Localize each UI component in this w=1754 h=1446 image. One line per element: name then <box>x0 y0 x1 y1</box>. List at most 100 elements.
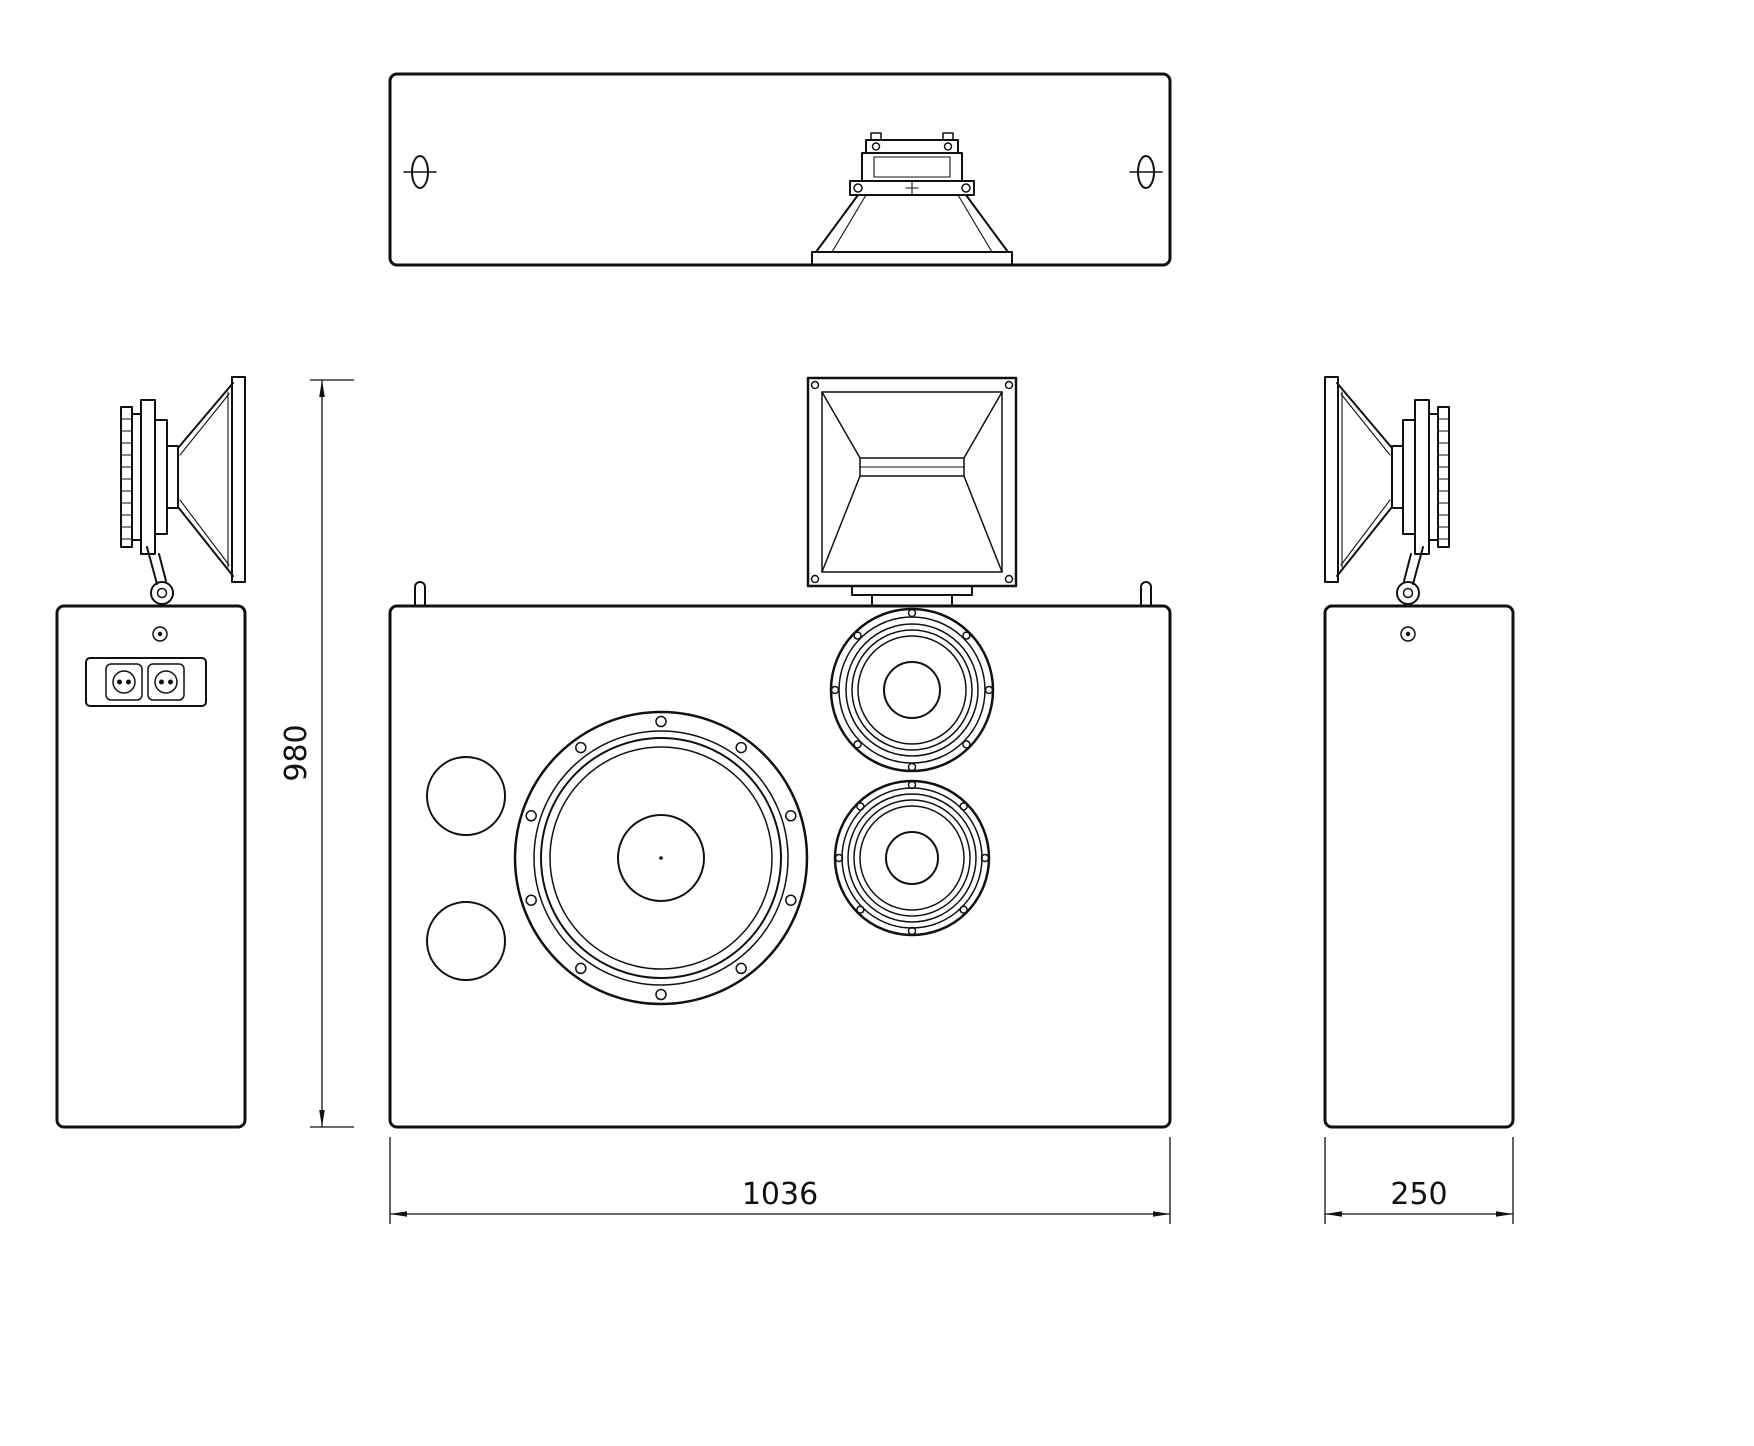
screw <box>962 740 971 749</box>
bolt <box>871 142 881 151</box>
bolt <box>1004 574 1014 584</box>
screw <box>853 740 862 749</box>
screw <box>959 802 968 811</box>
front-view <box>388 376 1172 1129</box>
cabinet-side-outline <box>1323 604 1515 1129</box>
screw-center <box>1405 631 1411 637</box>
woofer <box>513 710 809 1006</box>
horn-front-view <box>806 376 1018 607</box>
mid-bottom-screws <box>834 780 990 936</box>
horn-flare-inner <box>831 194 867 253</box>
panel-outline <box>85 657 207 707</box>
mid-top-screws <box>830 608 994 772</box>
cabinet-top-outline <box>388 72 1172 267</box>
screw <box>735 962 747 975</box>
screw <box>785 894 797 906</box>
side-view-left <box>55 376 247 1129</box>
woofer-surround-inner <box>549 746 773 970</box>
horn-side-right <box>1324 376 1450 605</box>
cabinet-front-outline <box>388 604 1172 1129</box>
bolt <box>943 142 953 151</box>
speakon-connector <box>154 670 178 694</box>
horn-mouth <box>821 391 1003 573</box>
dimension-height-label: 980 <box>279 724 314 781</box>
connector-pin <box>126 679 131 685</box>
screw <box>856 905 865 914</box>
woofer-frame-inner <box>533 730 789 986</box>
screw <box>907 926 917 936</box>
screw-center <box>157 631 163 637</box>
screw-head <box>1400 626 1416 642</box>
screw <box>907 608 917 618</box>
horn-bracket-plate <box>851 585 973 596</box>
screw <box>655 715 667 728</box>
connector-housing <box>147 663 185 701</box>
driver-bolt-nub <box>870 132 882 141</box>
screw <box>785 810 797 822</box>
horn-wall-line <box>963 475 1003 573</box>
dimension-width-label: 1036 <box>742 1177 818 1212</box>
woofer-dust-cap <box>617 814 705 902</box>
horn-base-plate <box>811 251 1013 266</box>
horn-wall-line <box>821 391 861 459</box>
screw-head <box>152 626 168 642</box>
screw <box>984 685 994 695</box>
center-cross-mark <box>905 181 919 195</box>
screw <box>830 685 840 695</box>
horn-bracket-stand <box>871 594 953 607</box>
mid-ring <box>851 629 973 751</box>
dimension-height: 980 <box>279 379 354 1128</box>
screw <box>907 780 917 790</box>
rigging-pin-right <box>1140 581 1152 607</box>
screw <box>655 988 667 1001</box>
screw <box>907 762 917 772</box>
screw <box>962 631 971 640</box>
connector-pin <box>117 679 122 685</box>
horn-wall-line <box>963 391 1003 459</box>
bolt <box>1004 380 1014 390</box>
cabinet-side-outline <box>55 604 247 1129</box>
screw <box>735 741 747 754</box>
screw <box>959 905 968 914</box>
mid-dust-cap <box>885 831 939 885</box>
dimension-depth-label: 250 <box>1390 1177 1447 1212</box>
mid-ring <box>845 623 979 757</box>
dimension-width: 1036 <box>389 1137 1171 1224</box>
woofer-frame-outer <box>513 710 809 1006</box>
mid-driver-bottom <box>833 779 991 937</box>
woofer-surround-outer <box>540 737 782 979</box>
mid-dust-cap <box>883 661 941 719</box>
horn-flange <box>806 376 1018 588</box>
mid-ring <box>857 635 967 745</box>
horn-flare <box>815 194 1009 253</box>
screw <box>575 741 587 754</box>
horn-side-left <box>120 376 246 605</box>
connector-pin <box>168 679 173 685</box>
horn-wall-line <box>821 475 861 573</box>
side-view-right <box>1323 376 1515 1129</box>
mid-ring <box>853 799 971 917</box>
keyhole-slot-right <box>1129 155 1163 189</box>
screw <box>525 894 537 906</box>
horn-flare-inner <box>957 194 993 253</box>
connector-housing <box>105 663 143 701</box>
dimension-depth: 250 <box>1324 1137 1514 1224</box>
bolt <box>853 183 863 193</box>
connector-pin <box>159 679 164 685</box>
bolt <box>961 183 971 193</box>
driver-bolt-nub <box>942 132 954 141</box>
keyhole-slot-left <box>403 155 437 189</box>
mid-ring <box>847 793 977 923</box>
bass-reflex-port-top <box>426 756 506 836</box>
woofer-screws <box>525 715 797 1001</box>
top-view <box>388 72 1172 267</box>
mid-ring <box>859 805 965 911</box>
connector-panel <box>85 657 207 707</box>
horn-top-view <box>811 132 1013 266</box>
bolt <box>810 574 820 584</box>
driver-body-inner <box>873 156 951 178</box>
screw <box>575 962 587 975</box>
rigging-pin-left <box>414 581 426 607</box>
